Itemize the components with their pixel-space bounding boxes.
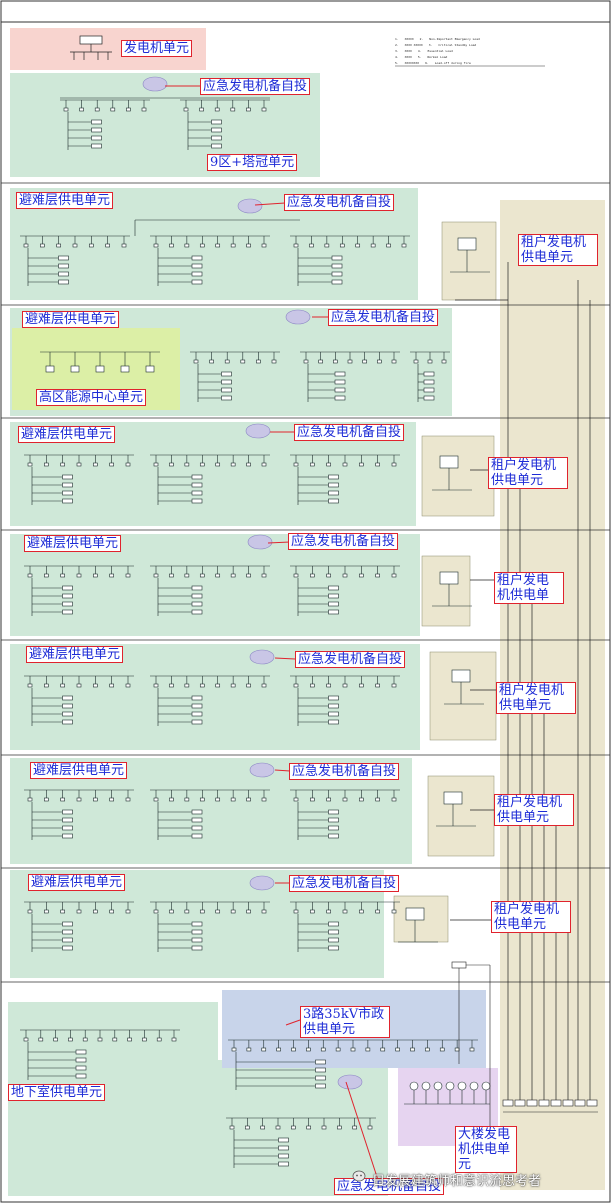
standby-ellipse	[142, 76, 168, 92]
legend-cell: Load-off during fire	[434, 61, 471, 65]
legend-cell: 3.	[428, 43, 433, 47]
label-refuge-2: 避难层供电单元	[22, 311, 120, 328]
legend-cell: 4.	[395, 55, 399, 59]
label-standby-6: 应急发电机备自投	[295, 651, 406, 668]
legend-cell: XXXXXXXX	[404, 61, 420, 65]
label-standby-3: 应急发电机备自投	[328, 309, 439, 326]
legend-cell: 6.	[425, 61, 429, 65]
label-refuge-3: 避难层供电单元	[18, 426, 116, 443]
legend-cell: XXXXX	[404, 37, 414, 41]
legend-row: 4. XXXX 5. Normal Load	[395, 54, 545, 60]
legend-row: 3. XXXX 4. Essential Load	[395, 48, 545, 54]
label-high-zone: 高区能源中心单元	[36, 389, 147, 406]
label-standby-5: 应急发电机备自投	[288, 533, 399, 550]
standby-ellipse	[249, 875, 275, 891]
label-building-generator: 大楼发电机供电单元	[455, 1126, 517, 1173]
label-standby-2: 应急发电机备自投	[284, 194, 395, 211]
label-standby-1: 应急发电机备自投	[200, 78, 311, 95]
legend-cell: Essential Load	[427, 49, 453, 53]
legend-cell: 2.	[395, 43, 399, 47]
label-refuge-1: 避难层供电单元	[16, 192, 114, 209]
annotation-arrows	[165, 85, 379, 1181]
label-standby-10: 应急发电机备自投	[334, 1178, 445, 1195]
label-tenant-1: 租户发电机供电单元	[518, 234, 598, 266]
label-standby-8: 应急发电机备自投	[289, 875, 400, 892]
label-municipal: 3路35kV市政供电单元	[300, 1006, 390, 1038]
legend-cell: 5.	[395, 61, 399, 65]
label-standby-7: 应急发电机备自投	[289, 763, 400, 780]
label-refuge-5: 避难层供电单元	[26, 646, 124, 663]
legend-cell: 4.	[417, 49, 422, 53]
standby-ellipse	[337, 1074, 363, 1090]
standby-ellipse	[285, 309, 311, 325]
legend-cell: 3.	[395, 49, 399, 53]
label-tenant-2: 租户发电机供电单元	[488, 457, 568, 489]
legend-cell: Non-Important Emergency Load	[429, 37, 480, 41]
standby-ellipse	[247, 534, 273, 550]
label-basement: 地下室供电单元	[8, 1084, 106, 1101]
legend-row: 1. XXXXX 2. Non-Important Emergency Load	[395, 36, 545, 42]
label-tenant-5: 租户发电机供电单元	[494, 794, 574, 826]
watermark: 日发展建筑师和意识流思考者	[372, 1174, 542, 1189]
standby-ellipse	[237, 198, 263, 214]
standby-ellipse	[249, 762, 275, 778]
wechat-icon	[352, 1170, 366, 1182]
tenant-feeder-risers	[450, 262, 591, 1100]
legend-cell: Critical Standby Load	[438, 43, 477, 47]
legend-cell: 2.	[419, 37, 424, 41]
standby-ellipse	[249, 649, 275, 665]
legend-row: 2. XXXX XXXXX 3. Critical Standby Load	[395, 42, 545, 48]
legend-cell: 1.	[395, 37, 399, 41]
label-refuge-6: 避难层供电单元	[30, 762, 128, 779]
label-generator-unit: 发电机单元	[121, 40, 193, 57]
label-zone9: 9区+塔冠单元	[207, 154, 298, 171]
standby-ellipse	[245, 423, 271, 439]
legend-cell: XXXX XXXXX	[404, 43, 423, 47]
legend-cell: 5.	[417, 55, 422, 59]
label-tenant-4: 租户发电机供电单元	[496, 682, 576, 714]
legend-row: 5. XXXXXXXX 6. Load-off during fire	[395, 60, 545, 66]
bottom-breakers	[502, 1099, 598, 1113]
label-tenant-6: 租户发电机供电单元	[491, 901, 571, 933]
label-standby-4: 应急发电机备自投	[294, 424, 405, 441]
label-refuge-4: 避难层供电单元	[24, 535, 122, 552]
legend-cell: XXXX	[404, 49, 412, 53]
floor-separators	[1, 182, 610, 983]
legend-cell: XXXX	[404, 55, 412, 59]
legend: 1. XXXXX 2. Non-Important Emergency Load 2. X…	[395, 36, 545, 66]
label-refuge-7: 避难层供电单元	[28, 874, 126, 891]
label-tenant-3: 租户发电机供电单	[494, 572, 564, 604]
legend-cell: Normal Load	[427, 55, 448, 59]
